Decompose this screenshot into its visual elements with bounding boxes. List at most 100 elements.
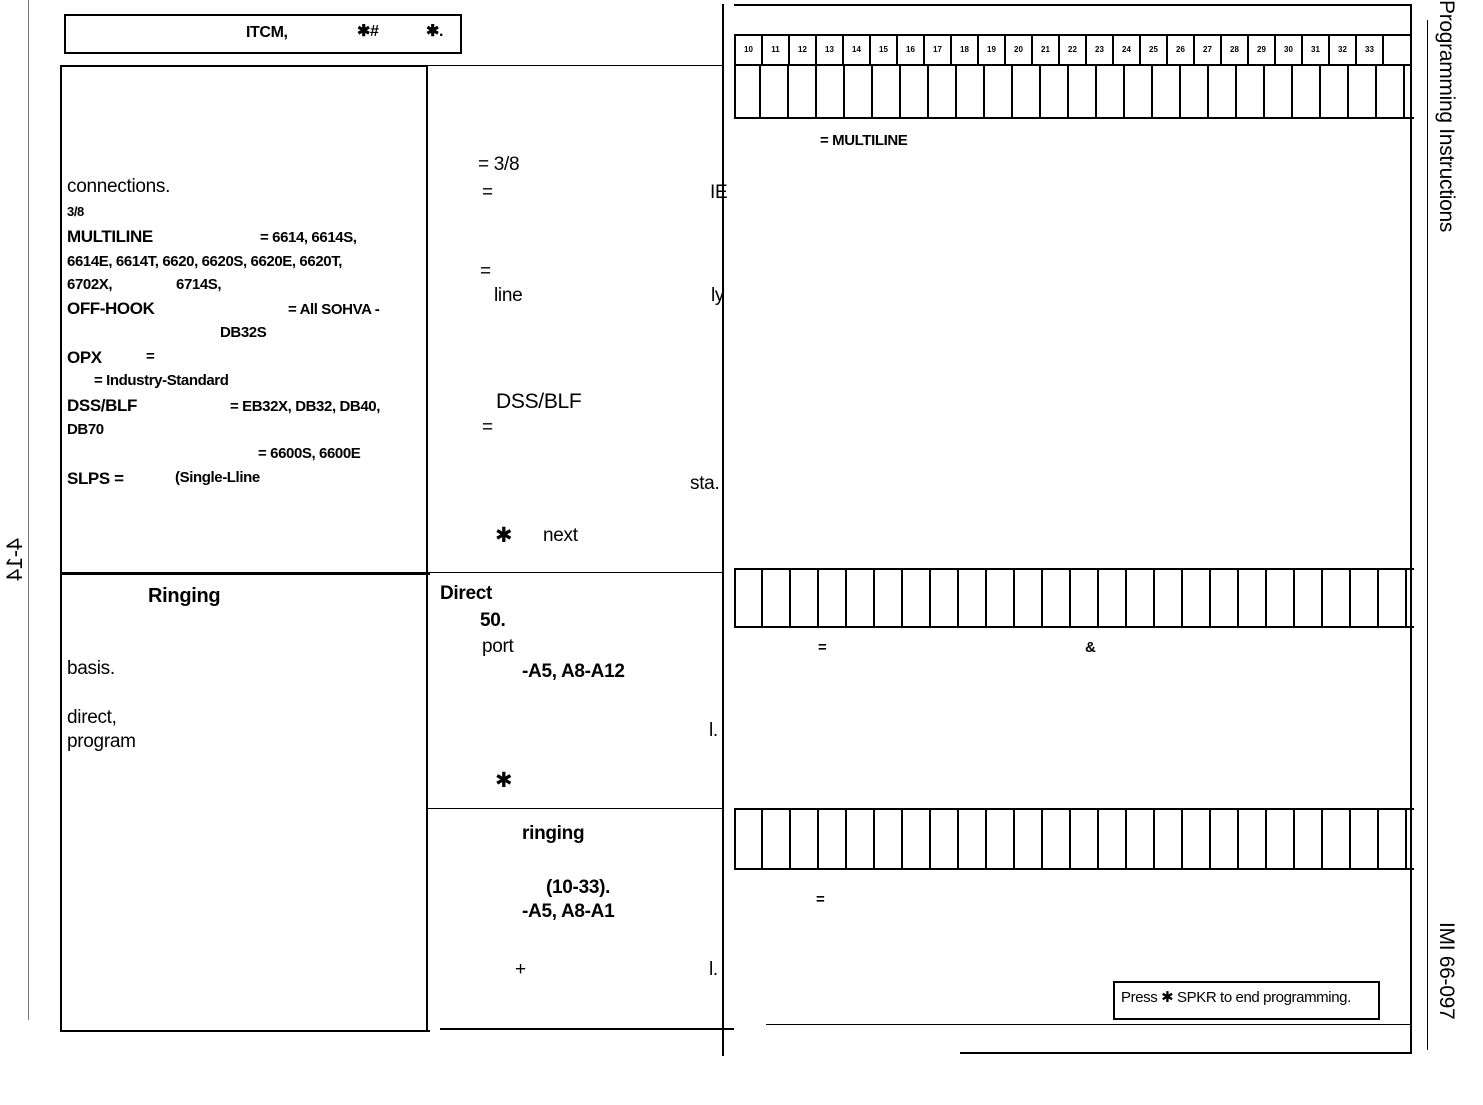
text-line-term: OPX	[67, 348, 102, 367]
star-symbol: ✱	[495, 524, 513, 547]
text-line: DB32S	[220, 324, 267, 341]
text-line: 6714S,	[176, 276, 222, 293]
left-border-line	[60, 66, 62, 1032]
title-box	[64, 14, 462, 54]
column-number: 16	[906, 45, 915, 54]
text-line: = 6614, 6614S,	[260, 229, 357, 246]
equals-label: =	[816, 891, 825, 908]
text-line: IE	[710, 182, 728, 203]
column-number: 31	[1311, 45, 1320, 54]
section-divider-1-mid	[428, 572, 722, 573]
column-number: 28	[1230, 45, 1239, 54]
section-heading-ringing-2: ringing	[522, 823, 585, 844]
text-line: = 6600S, 6600E	[258, 445, 361, 462]
end-programming-text: Press ✱ SPKR to end programming.	[1121, 989, 1351, 1006]
text-line: DSS/BLF	[496, 390, 582, 413]
text-line: (10-33).	[546, 877, 611, 898]
column-number: 30	[1284, 45, 1293, 54]
bottom-rule-mid	[440, 1028, 734, 1030]
multiline-label: = MULTILINE	[820, 132, 908, 149]
column-number: 20	[1014, 45, 1023, 54]
text-line: connections.	[67, 176, 171, 197]
column-number: 11	[771, 45, 780, 54]
top-rule-left	[60, 65, 428, 67]
text-line: 6702X,	[67, 276, 113, 293]
page-number: 4-14	[2, 538, 27, 581]
text-line: 50.	[480, 610, 506, 631]
title-text-itcm: ITCM,	[246, 24, 288, 41]
text-line: sta.	[690, 473, 720, 494]
column-divider-1	[426, 66, 428, 1032]
bottom-rule-right	[766, 1024, 1412, 1025]
entry-grid-2	[734, 568, 1414, 628]
entry-grid-3	[734, 808, 1414, 870]
text-line: =	[482, 182, 493, 203]
column-number: 14	[852, 45, 861, 54]
text-line-term: SLPS =	[67, 469, 124, 488]
column-number: 19	[987, 45, 996, 54]
column-number: 10	[744, 45, 753, 54]
column-number: 22	[1068, 45, 1077, 54]
side-doc-number: IMI 66-097	[1435, 922, 1458, 1020]
right-margin-line	[1427, 20, 1428, 1050]
text-line: = Industry-Standard	[94, 372, 229, 389]
text-line: = EB32X, DB32, DB40,	[230, 398, 380, 415]
text-line: =	[480, 261, 491, 282]
column-number: 15	[879, 45, 888, 54]
top-rule-right	[734, 4, 1412, 6]
ampersand-label: &	[1085, 639, 1096, 656]
side-title-programming-instructions: Programming Instructions	[1435, 0, 1458, 233]
text-line: =	[482, 417, 493, 438]
text-line: port	[482, 636, 514, 657]
top-rule-mid	[428, 65, 722, 66]
page-edge-line	[28, 0, 29, 1020]
text-line: -A5, A8-A12	[522, 661, 625, 682]
text-line: l.	[709, 720, 718, 741]
section-divider-1-left	[60, 572, 430, 575]
column-number: 25	[1149, 45, 1158, 54]
entry-grid-1	[734, 64, 1414, 119]
text-line: direct,	[67, 707, 117, 728]
bottom-rule-left	[60, 1030, 430, 1032]
text-line: =	[146, 348, 155, 365]
bottom-rule-right-2	[960, 1052, 1412, 1054]
text-line: (Single-Lline	[175, 469, 260, 486]
text-line: l.	[709, 959, 718, 980]
text-line: next	[543, 525, 578, 546]
text-line: 3/8	[67, 204, 84, 219]
text-line-term: MULTILINE	[67, 227, 153, 246]
right-border-line	[1410, 4, 1412, 1054]
text-line: basis.	[67, 658, 115, 679]
end-programming-box	[1113, 981, 1380, 1020]
equals-label: =	[818, 639, 827, 656]
column-number: 21	[1041, 45, 1050, 54]
section-divider-2-mid	[428, 808, 722, 809]
text-line-term: OFF-HOOK	[67, 299, 155, 318]
star-symbol: ✱	[495, 769, 513, 792]
section-heading-direct: Direct	[440, 583, 493, 604]
column-number: 18	[960, 45, 969, 54]
text-line: ly	[711, 285, 725, 306]
column-number: 26	[1176, 45, 1185, 54]
text-line: DB70	[67, 421, 104, 438]
column-number: 24	[1122, 45, 1131, 54]
plus-symbol: +	[515, 959, 526, 980]
text-line: line	[494, 285, 523, 306]
column-number: 27	[1203, 45, 1212, 54]
column-number: 32	[1338, 45, 1347, 54]
section-heading-ringing: Ringing	[148, 585, 221, 607]
column-number: 23	[1095, 45, 1104, 54]
column-divider-2	[722, 4, 724, 1056]
column-number-header: 10 11 12 13 14 15 16 17 18 19 20 21 22 2…	[734, 34, 1412, 66]
text-line: -A5, A8-A1	[522, 901, 615, 922]
text-line: = 3/8	[478, 154, 520, 175]
column-number: 17	[933, 45, 942, 54]
text-line: = All SOHVA -	[288, 301, 380, 318]
column-number: 13	[825, 45, 834, 54]
title-text-star-hash: ✱#	[357, 23, 379, 40]
text-line: 6614E, 6614T, 6620, 6620S, 6620E, 6620T,	[67, 253, 343, 270]
text-line-term: DSS/BLF	[67, 396, 137, 415]
column-number: 29	[1257, 45, 1266, 54]
column-number: 12	[798, 45, 807, 54]
column-number: 33	[1365, 45, 1374, 54]
